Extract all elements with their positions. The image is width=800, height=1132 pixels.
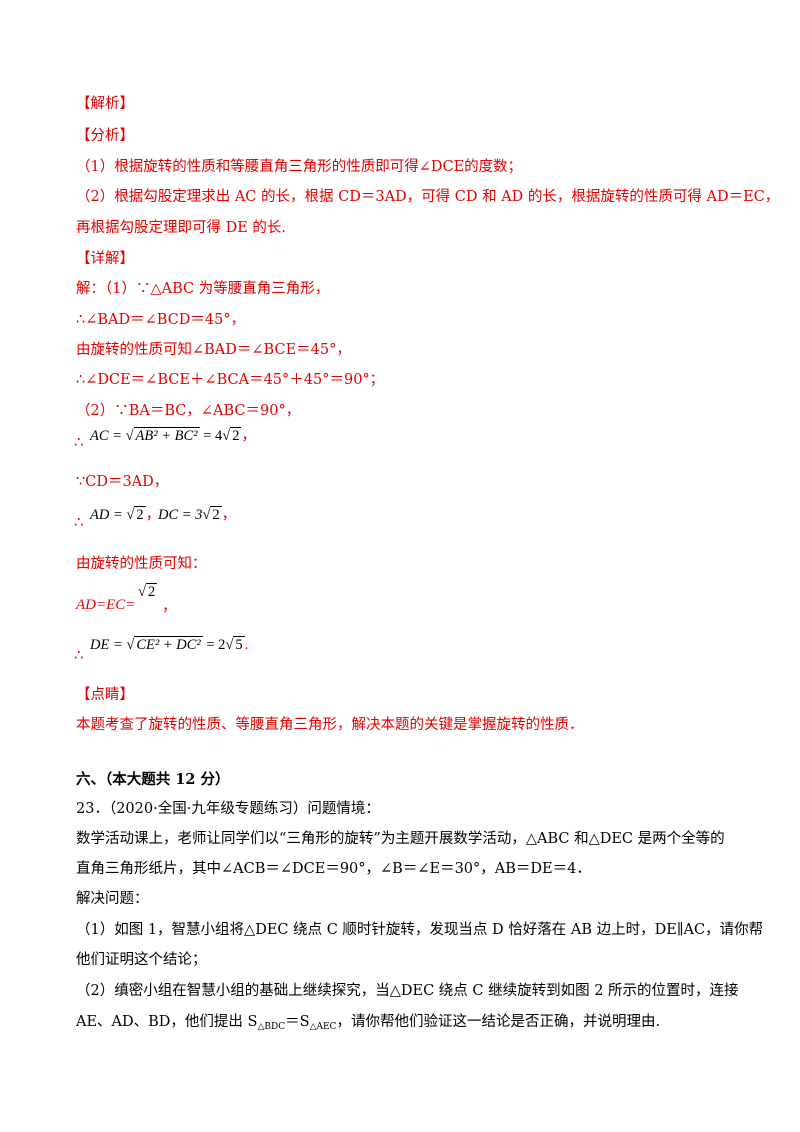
- question-paragraph-3: 解决问题：: [76, 891, 149, 907]
- formula-ec: √2: [138, 583, 158, 600]
- comma: ，: [241, 428, 256, 444]
- subscript-bdc: △BDC: [257, 1022, 286, 1032]
- formula-ad-left: AD =: [90, 507, 127, 523]
- comment-line: 本题考查了旋转的性质、等腰直角三角形，解决本题的关键是掌握旋转的性质．: [76, 717, 584, 733]
- therefore-symbol: ∴: [74, 513, 84, 531]
- analysis-line-1: （1）根据旋转的性质和等腰直角三角形的性质即可得∠DCE的度数；: [76, 159, 523, 175]
- solution-line-4: ∴∠DCE＝∠BCE＋∠BCA＝45°＋45°＝90°；: [76, 372, 385, 388]
- formula-de: DE = √CE² + DC² = 2√5.: [90, 636, 249, 653]
- fenxi-heading: 【分析】: [76, 128, 134, 144]
- jiexi-heading: 【解析】: [76, 96, 134, 112]
- comma: ，: [145, 507, 161, 523]
- solution-line-5: （2）∵BA＝BC，∠ABC＝90°，: [76, 403, 301, 419]
- formula-ad: AD = √2，: [90, 506, 161, 523]
- question-part-2b-text2: ＝S: [285, 1014, 310, 1030]
- question-part-1a: （1）如图 1，智慧小组将△DEC 绕点 C 顺时针旋转，发现当点 D 恰好落在…: [76, 922, 764, 938]
- formula-ac-left: AC =: [90, 428, 126, 444]
- dianjing-heading: 【点睛】: [76, 687, 134, 703]
- question-part-2b: AE、AD、BD，他们提出 S△BDC＝S△AEC，请你帮他们验证这一结论是否正…: [76, 1012, 660, 1037]
- analysis-line-2a: （2）根据勾股定理求出 AC 的长，根据 CD＝3AD，可得 CD 和 AD 的…: [76, 189, 780, 205]
- formula-dc: DC = 3√2，: [158, 506, 237, 523]
- formula-de-right: = 2: [202, 637, 226, 653]
- question-part-2a: （2）缜密小组在智慧小组的基础上继续探究，当△DEC 绕点 C 继续旋转到如图 …: [76, 983, 739, 999]
- question-23-header: 23．（2020·全国·九年级专题练习）问题情境：: [76, 801, 380, 817]
- solution-line-8: AD=EC=: [76, 597, 136, 613]
- period: .: [244, 637, 249, 653]
- formula-ec-radicand: 2: [145, 583, 158, 600]
- formula-ad-radicand: 2: [134, 506, 146, 523]
- formula-de-radicand2: 5: [233, 636, 245, 653]
- formula-ac: AC = √AB² + BC² = 4√2，: [90, 427, 256, 444]
- question-part-2b-text3: ，请你帮他们验证这一结论是否正确，并说明理由.: [336, 1014, 661, 1030]
- question-paragraph-1: 数学活动课上，老师让同学们以“三角形的旋转”为主题开展数学活动，△ABC 和△D…: [76, 831, 725, 847]
- xiangjie-heading: 【详解】: [76, 251, 134, 267]
- formula-ac-radicand: AB² + BC²: [135, 428, 198, 444]
- formula-dc-radicand: 2: [210, 506, 222, 523]
- solution-line-2: ∴∠BAD＝∠BCD＝45°，: [76, 312, 246, 328]
- section-heading: 六、（本大题共 12 分）: [76, 771, 230, 788]
- question-part-2b-text1: AE、AD、BD，他们提出 S: [76, 1014, 258, 1030]
- formula-dc-left: DC = 3: [158, 507, 203, 523]
- analysis-line-2b: 再根据勾股定理即可得 DE 的长.: [76, 220, 287, 236]
- comma: ，: [162, 599, 177, 615]
- therefore-symbol: ∴: [74, 433, 84, 451]
- solution-line-3: 由旋转的性质可知∠BAD＝∠BCE＝45°，: [76, 342, 351, 358]
- solution-line-6: ∵CD＝3AD，: [76, 474, 169, 490]
- question-paragraph-2: 直角三角形纸片，其中∠ACB＝∠DCE＝90°，∠B＝∠E＝30°，AB＝DE＝…: [76, 861, 591, 877]
- formula-ac-radicand2: 2: [230, 427, 242, 444]
- formula-ac-right: = 4: [199, 428, 223, 444]
- therefore-symbol: ∴: [74, 646, 84, 664]
- solution-line-7: 由旋转的性质可知：: [76, 556, 207, 572]
- formula-de-left: DE =: [90, 637, 127, 653]
- formula-de-radicand: CE² + DC²: [136, 637, 201, 653]
- comma: ，: [221, 507, 237, 523]
- subscript-aec: △AEC: [309, 1022, 337, 1032]
- question-part-1b: 他们证明这个结论；: [76, 952, 207, 968]
- solution-line-1: 解：（1）∵△ABC 为等腰直角三角形，: [76, 281, 330, 297]
